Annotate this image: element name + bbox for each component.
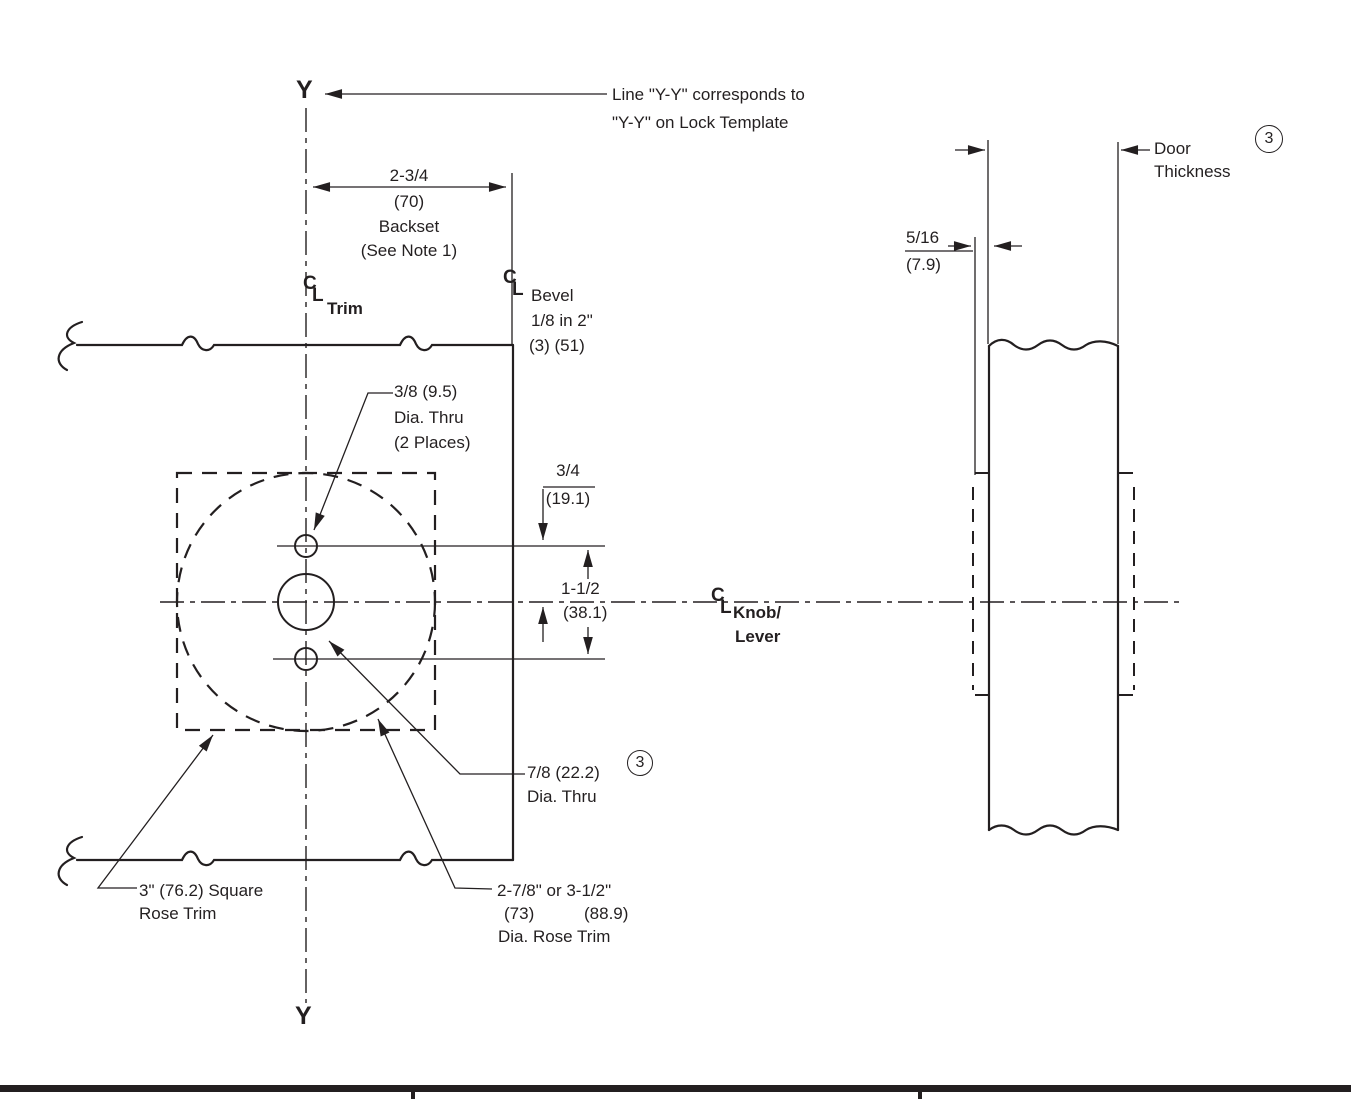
- yy-note-line1: Line "Y-Y" corresponds to: [612, 85, 805, 104]
- hole-3-8-callout-line1: 3/8 (9.5): [394, 382, 458, 401]
- door-face-top-edge: [75, 335, 515, 352]
- spindle-hole: [277, 573, 335, 631]
- cl-l: L: [312, 285, 324, 306]
- hole-7-8-leader: [328, 640, 525, 775]
- centerline-symbol-trim: C L: [303, 274, 333, 308]
- door-face-outline: [57, 320, 515, 887]
- square-rose-trim-label-line1: 3" (76.2) Square: [139, 881, 264, 900]
- y-axis-label-top: Y: [296, 76, 313, 104]
- square-rose-trim-outline: [175, 471, 437, 732]
- cl-c: C: [711, 585, 725, 606]
- trim-projection-hidden: [972, 472, 1135, 696]
- hole-3-8-leader: [313, 392, 393, 531]
- door-thickness-label-line1: Door: [1154, 139, 1191, 158]
- dim-5-16-imperial: 5/16: [906, 228, 940, 247]
- backset-metric: (70): [393, 192, 425, 211]
- dim-1-1-2-metric: (38.1): [563, 603, 608, 622]
- centerline-symbol-knob-lever: C L: [711, 586, 741, 620]
- backset-label: Backset: [378, 217, 440, 236]
- note-3-badge-hole: 3: [627, 750, 653, 776]
- dim-3-4-metric: (19.1): [545, 489, 591, 508]
- bevel-label-line1: Bevel: [531, 286, 574, 305]
- centerlines: [160, 108, 1183, 1003]
- knob-lever-label-line1: Knob/: [733, 603, 782, 622]
- hole-3-8-callout-line3: (2 Places): [394, 433, 471, 452]
- rose-trim-leader: [377, 718, 493, 890]
- trim-centerline-label: Trim: [327, 299, 363, 318]
- cl-c: C: [503, 267, 517, 288]
- bottom-table-border: [0, 1085, 1351, 1099]
- bevel-label-line3: (3) (51): [529, 336, 585, 355]
- y-axis-label-bottom: Y: [295, 1002, 312, 1030]
- hole-3-8-callout-line2: Dia. Thru: [394, 408, 464, 427]
- hole-7-8-callout-line1: 7/8 (22.2): [527, 763, 600, 782]
- dia-rose-trim-label-line1: 2-7/8" or 3-1/2": [497, 881, 612, 900]
- yy-note-line2: "Y-Y" on Lock Template: [612, 113, 789, 132]
- dim-5-16-metric: (7.9): [906, 255, 941, 274]
- dia-rose-trim-label-line2: Dia. Rose Trim: [498, 927, 611, 946]
- trim-hidden-outlines: [175, 471, 437, 733]
- square-rose-trim-label-line2: Rose Trim: [139, 904, 217, 923]
- extension-lines: [273, 140, 1119, 660]
- door-edge-bottom-break: [987, 824, 1120, 836]
- dia-rose-trim-metric-large: (88.9): [584, 904, 629, 923]
- dia-rose-trim-metric-small: (73): [504, 904, 535, 923]
- dimension-arrows: [96, 89, 1150, 890]
- hole-7-8-callout-line2: Dia. Thru: [527, 787, 597, 806]
- round-rose-trim-outline: [175, 471, 437, 733]
- cl-l: L: [512, 279, 524, 300]
- door-thickness-label-line2: Thickness: [1154, 162, 1231, 181]
- dim-3-4-imperial: 3/4: [556, 461, 580, 480]
- door-edge-outline: [987, 338, 1120, 836]
- break-curl-top: [57, 320, 84, 372]
- cl-c: C: [303, 273, 317, 294]
- door-face-bottom-edge: [75, 850, 515, 867]
- break-curl-bottom: [57, 835, 84, 887]
- backset-imperial: 2-3/4: [389, 166, 429, 185]
- note-3-badge-door: 3: [1255, 125, 1283, 153]
- square-trim-leader: [96, 734, 214, 889]
- backset-note: (See Note 1): [360, 241, 458, 260]
- knob-lever-label-line2: Lever: [735, 627, 781, 646]
- bevel-label-line2: 1/8 in 2": [531, 311, 593, 330]
- dim-1-1-2-imperial: 1-1/2: [561, 579, 600, 598]
- centerline-symbol-bevel: C L: [503, 268, 533, 302]
- door-edge-top-break: [987, 338, 1120, 351]
- cl-l: L: [720, 597, 732, 618]
